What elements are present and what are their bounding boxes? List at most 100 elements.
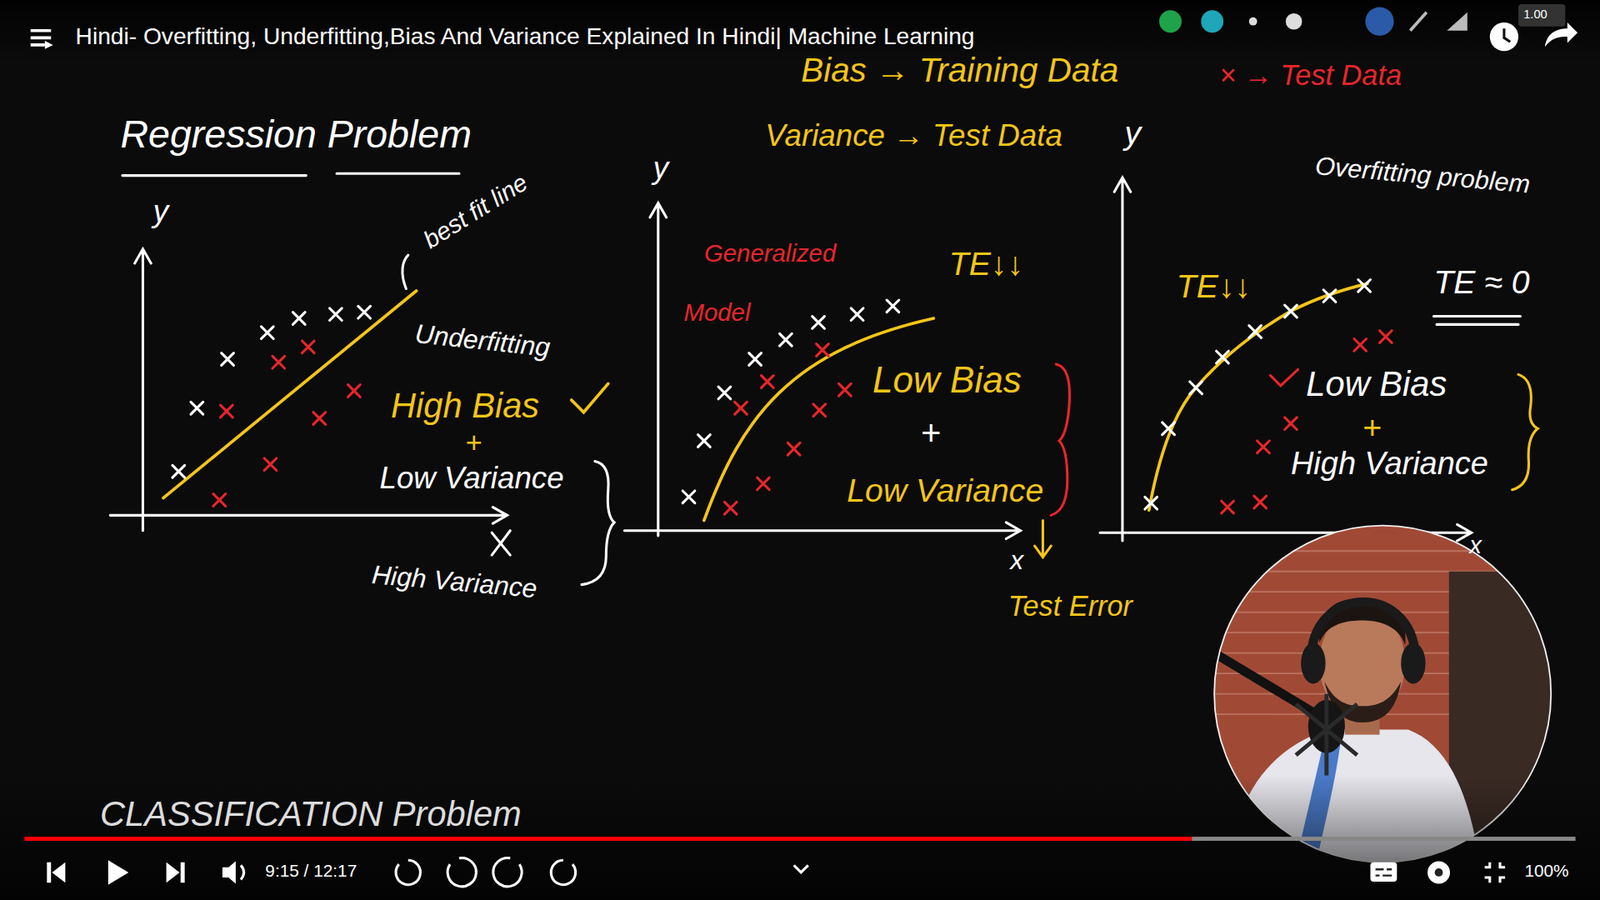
data-point bbox=[735, 401, 748, 415]
data-point bbox=[221, 353, 235, 366]
next-icon bbox=[166, 862, 185, 883]
y-axis bbox=[135, 249, 152, 531]
axis-label: y bbox=[1124, 114, 1141, 152]
axis-label: y bbox=[653, 150, 669, 186]
axes bbox=[1100, 177, 1520, 541]
toolbar-icon bbox=[1446, 12, 1467, 31]
x-axis bbox=[110, 507, 507, 525]
y-axis bbox=[1114, 177, 1131, 541]
volume-icon bbox=[222, 860, 236, 884]
annotation: Generalized bbox=[704, 239, 836, 268]
progress-remaining bbox=[1191, 836, 1575, 841]
cross-out-mark bbox=[491, 530, 510, 555]
video-title: Hindi- Overfitting, Underfitting,Bias An… bbox=[75, 23, 975, 50]
check-mark bbox=[1270, 369, 1298, 386]
plus-sign: + bbox=[1362, 408, 1382, 446]
toolbar-dot bbox=[1249, 17, 1258, 26]
brace bbox=[1512, 374, 1539, 490]
data-point bbox=[698, 435, 711, 448]
data-point bbox=[213, 494, 226, 507]
toolbar-dot bbox=[1200, 10, 1224, 33]
controls-shade bbox=[0, 775, 1600, 900]
data-point bbox=[264, 458, 277, 471]
data-point bbox=[1354, 339, 1367, 352]
toolbar-icon bbox=[1365, 7, 1394, 36]
data-point bbox=[1254, 495, 1267, 509]
data-point bbox=[1323, 290, 1336, 303]
annotation: High Variance bbox=[370, 559, 539, 605]
data-point bbox=[839, 383, 852, 396]
captions-icon bbox=[1375, 869, 1393, 875]
play-icon bbox=[108, 860, 129, 885]
axis-label: y bbox=[153, 194, 169, 230]
toolbar-dot bbox=[1159, 10, 1182, 33]
pen-icon bbox=[1410, 12, 1427, 31]
annotation: Low Variance bbox=[380, 460, 565, 496]
arrow bbox=[1035, 520, 1052, 557]
data-point bbox=[1285, 305, 1298, 318]
share-icon bbox=[1545, 22, 1578, 47]
data-point bbox=[749, 353, 762, 366]
settings-icon bbox=[1435, 868, 1444, 877]
data-point bbox=[780, 333, 793, 346]
data-point bbox=[190, 401, 204, 415]
annotation: Low Variance bbox=[846, 471, 1044, 510]
seek-icon bbox=[447, 857, 476, 886]
section-heading: CLASSIFICATION Problem bbox=[100, 794, 522, 835]
annotation: Test Error bbox=[1008, 590, 1133, 623]
data-point bbox=[813, 404, 826, 417]
data-point bbox=[812, 316, 825, 330]
data-point bbox=[1358, 280, 1371, 293]
annotation: best fit line bbox=[418, 167, 533, 254]
controls bbox=[240, 857, 1505, 886]
fullscreen-icon bbox=[1485, 862, 1505, 883]
leader-line bbox=[402, 255, 409, 289]
section-heading: Overfitting problem bbox=[1314, 150, 1532, 200]
test-points bbox=[1221, 330, 1392, 514]
annotation: TE↓↓ bbox=[1176, 267, 1251, 305]
data-point bbox=[358, 305, 371, 319]
axis-label: x bbox=[1010, 545, 1024, 576]
data-point bbox=[718, 386, 731, 400]
toolbar-dot bbox=[1285, 13, 1303, 30]
y-axis bbox=[650, 203, 667, 536]
data-point bbox=[757, 477, 770, 490]
progress-played bbox=[24, 836, 1192, 841]
data-point bbox=[816, 344, 830, 357]
data-point bbox=[1221, 500, 1235, 514]
section-heading: Regression Problem bbox=[120, 112, 471, 158]
controls bbox=[46, 860, 1450, 885]
volume-icon bbox=[240, 865, 245, 880]
axes bbox=[110, 173, 615, 585]
headphones bbox=[1400, 642, 1425, 684]
data-point bbox=[1162, 422, 1175, 435]
mic-mount bbox=[1295, 694, 1357, 776]
headphones bbox=[1310, 601, 1415, 663]
data-point bbox=[172, 465, 185, 478]
data-point bbox=[1145, 496, 1158, 510]
plus-sign: + bbox=[465, 426, 482, 460]
train-points bbox=[172, 305, 371, 478]
watch-later-icon bbox=[1504, 28, 1510, 42]
annotation: High Variance bbox=[1290, 445, 1489, 483]
zoom-level: 100% bbox=[1524, 860, 1569, 881]
annotation: Low Bias bbox=[1305, 364, 1447, 405]
test-points bbox=[724, 344, 851, 515]
data-point bbox=[1190, 381, 1203, 395]
captions-icon bbox=[1370, 862, 1397, 882]
mic-arm bbox=[1214, 653, 1316, 715]
annotation: Underfitting bbox=[413, 318, 552, 363]
definition-note: Variance → Test Data bbox=[765, 118, 1062, 154]
headphones bbox=[1300, 642, 1325, 684]
annotation: TE↓↓ bbox=[949, 245, 1024, 283]
annotation: High Bias bbox=[390, 385, 540, 426]
chevron-icon bbox=[794, 865, 809, 873]
data-point bbox=[850, 308, 864, 321]
data-point bbox=[682, 490, 695, 504]
data-point bbox=[292, 312, 305, 325]
speed-box bbox=[1518, 4, 1565, 27]
seek-icon bbox=[550, 860, 575, 885]
data-point bbox=[760, 375, 774, 389]
definition-note: Bias → Training Data bbox=[800, 50, 1119, 90]
